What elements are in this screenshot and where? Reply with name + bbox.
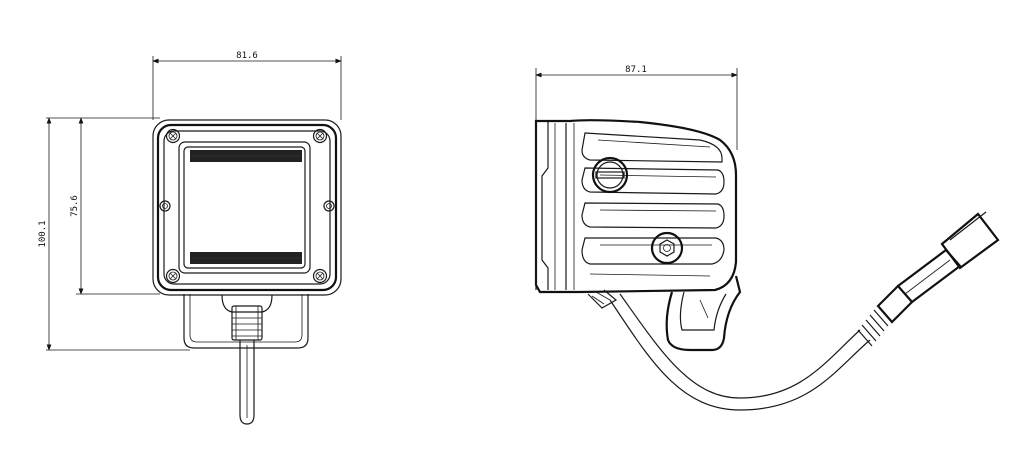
screw-bottom-left [165,268,181,284]
front-width-dimension: 81.6 [152,51,342,64]
side-bracket [665,275,742,352]
front-total-height-dimension: 100.1 [38,117,52,351]
side-cable [609,293,871,411]
lens [178,141,311,274]
side-housing [534,119,738,294]
screw-bottom-right [312,268,328,284]
screw-top-right [312,128,328,144]
side-view: 87.1 [534,65,1000,411]
front-width-label: 81.6 [236,51,258,61]
mounting-bracket [183,294,309,349]
connector-plug [857,211,1000,347]
front-view: 81.6 75.6 100.1 [38,51,342,425]
front-height-dimension: 75.6 [70,117,84,295]
screw-mid-left [159,200,171,212]
cooling-fins [581,132,725,277]
front-cable [239,340,255,425]
side-depth-label: 87.1 [625,65,647,75]
screw-top-left [165,128,181,144]
side-depth-dimension: 87.1 [535,65,738,78]
side-cable-gland [587,289,618,309]
light-housing [152,119,342,296]
hex-bolt [650,231,684,265]
front-height-label: 75.6 [70,195,80,217]
front-total-height-label: 100.1 [38,220,48,247]
cable-gland [221,294,273,341]
screw-mid-right [323,200,335,212]
adjustment-knob [591,156,629,194]
